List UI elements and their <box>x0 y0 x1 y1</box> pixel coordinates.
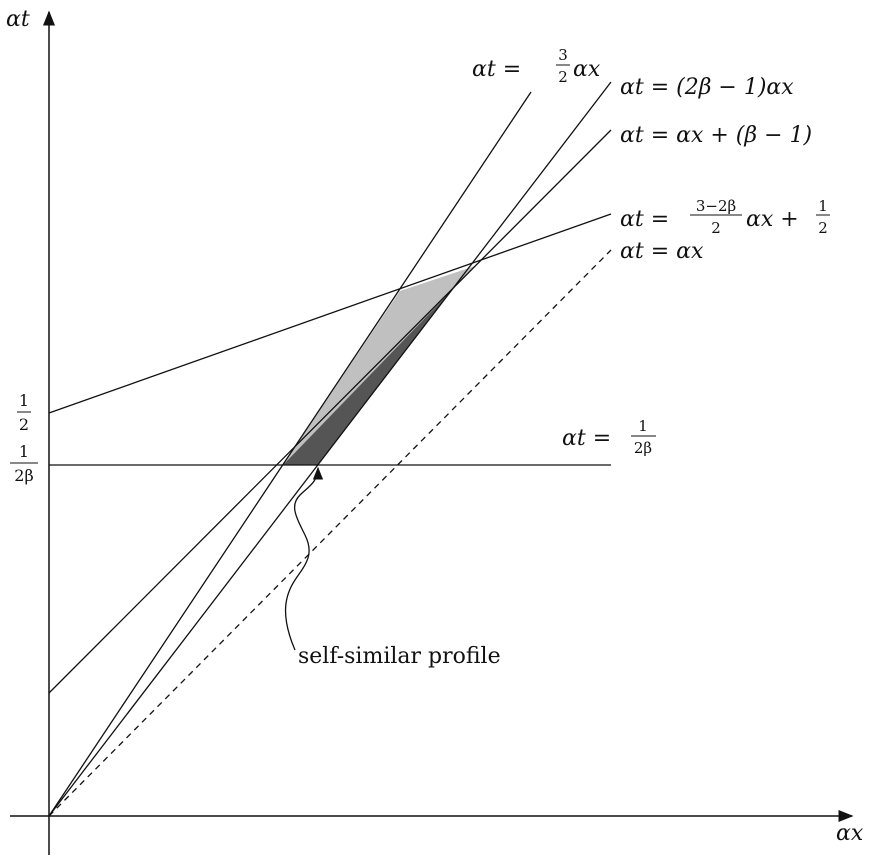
svg-text:2β: 2β <box>14 466 33 485</box>
svg-text:2: 2 <box>19 415 29 434</box>
svg-text:αx +: αx + <box>746 207 799 232</box>
svg-text:1: 1 <box>818 197 828 215</box>
label-horizontal: αt = 1 2β <box>562 417 656 457</box>
line-two-beta-minus-one <box>48 81 612 817</box>
annotation-self-similar-profile: self-similar profile <box>298 644 501 669</box>
label-slope-three-minus-two-beta: αt = 3−2β 2 αx + 1 2 <box>620 197 830 237</box>
tick-inv-two-beta: 1 2β <box>10 442 38 485</box>
annotation-wavy-arrow <box>284 466 324 651</box>
svg-text:2: 2 <box>818 219 828 237</box>
line-three-halves <box>48 91 532 817</box>
svg-text:αx: αx <box>573 57 601 82</box>
svg-text:1: 1 <box>19 442 29 461</box>
line-slope-three-minus-two-beta <box>48 213 612 414</box>
svg-text:αt =: αt = <box>620 207 669 232</box>
svg-text:2: 2 <box>711 219 721 237</box>
svg-text:3: 3 <box>558 46 568 64</box>
svg-text:2β: 2β <box>634 439 652 457</box>
label-two-beta-minus-one: αt = (2β − 1)αx <box>620 75 794 100</box>
svg-text:αt =: αt = <box>472 57 521 82</box>
label-three-halves: αt = 3 2 αx <box>472 46 601 86</box>
x-axis-label: αx <box>836 821 864 846</box>
label-identity: αt = αx <box>620 239 704 264</box>
svg-text:3−2β: 3−2β <box>696 197 736 215</box>
line-x-plus-beta-minus-one <box>48 129 612 694</box>
light-shaded-region <box>283 266 475 465</box>
tick-half: 1 2 <box>17 391 31 434</box>
svg-text:1: 1 <box>638 417 648 435</box>
svg-text:αt =: αt = <box>562 426 611 451</box>
line-identity-dashed <box>48 249 612 817</box>
dark-shaded-region <box>283 289 453 465</box>
label-x-plus-beta-minus-one: αt = αx + (β − 1) <box>620 123 812 148</box>
svg-text:1: 1 <box>19 391 29 410</box>
y-axis-label: αt <box>6 7 30 32</box>
svg-text:2: 2 <box>558 68 568 86</box>
